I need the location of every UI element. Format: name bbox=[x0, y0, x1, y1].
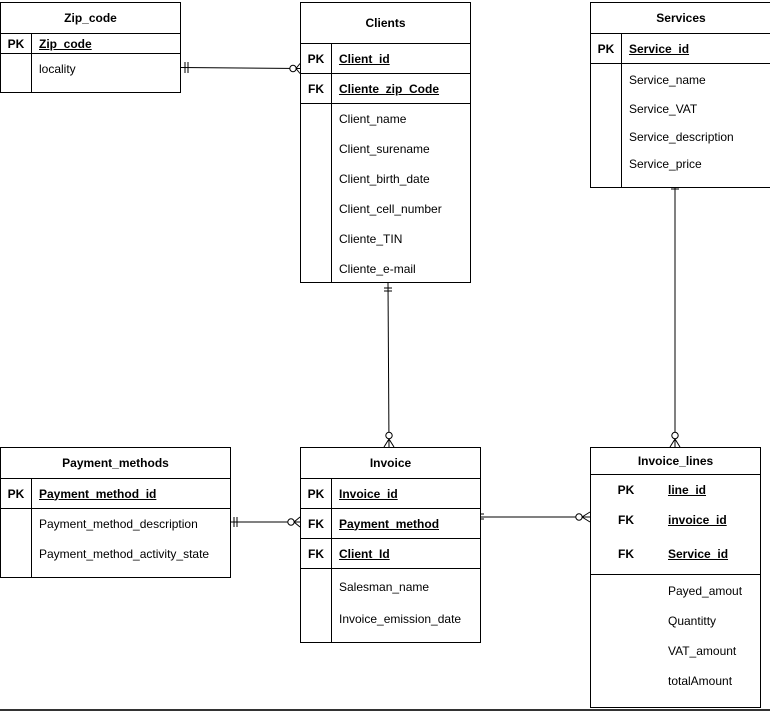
attribute: Payed_amout bbox=[668, 584, 743, 598]
attribute: Cliente_TIN bbox=[339, 232, 403, 246]
key-name: Service_id bbox=[629, 41, 690, 56]
relation-services-invoicelines bbox=[669, 185, 681, 448]
key-name: Payment_method bbox=[339, 516, 440, 531]
relation-zip-clients bbox=[180, 62, 301, 74]
key-type: PK bbox=[617, 483, 635, 497]
key-name: invoice_id bbox=[668, 513, 727, 527]
key-name: Zip_code bbox=[39, 36, 92, 51]
key-name: Cliente_zip_Code bbox=[339, 81, 440, 96]
key-name: line_id bbox=[668, 483, 707, 497]
key-name: Client_id bbox=[339, 51, 390, 66]
key-name: Service_id bbox=[668, 547, 729, 561]
attribute: Client_birth_date bbox=[339, 172, 430, 186]
key-type: PK bbox=[301, 479, 332, 508]
key-name: Client_Id bbox=[339, 546, 390, 561]
key-name: Invoice_id bbox=[339, 486, 398, 501]
entity-invoice[interactable]: Invoice PK Invoice_id FK Payment_method … bbox=[300, 447, 481, 643]
entity-zip-code[interactable]: Zip_code PK Zip_code locality bbox=[0, 2, 181, 93]
entity-title: Zip_code bbox=[1, 3, 180, 34]
attribute: locality bbox=[39, 62, 76, 76]
entity-invoice-lines[interactable]: Invoice_lines PK FK FK line_id invoice_i… bbox=[590, 447, 761, 708]
key-type: FK bbox=[301, 509, 332, 538]
attribute: Service_VAT bbox=[629, 101, 698, 116]
attribute: Quantitty bbox=[668, 614, 717, 628]
attribute: Payment_method_description bbox=[39, 517, 198, 531]
key-type: PK bbox=[1, 479, 32, 508]
entity-payment-methods[interactable]: Payment_methods PK Payment_method_id Pay… bbox=[0, 447, 231, 578]
entity-clients[interactable]: Clients PK Client_id FK Cliente_zip_Code… bbox=[300, 2, 471, 283]
attribute: Salesman_name bbox=[339, 580, 430, 594]
attribute: Client_cell_number bbox=[339, 202, 442, 216]
attribute: Payment_method_activity_state bbox=[39, 547, 210, 561]
key-type: FK bbox=[618, 547, 634, 561]
entity-title: Invoice_lines bbox=[591, 448, 760, 475]
attribute: Service_price bbox=[629, 156, 702, 171]
key-type: PK bbox=[1, 34, 32, 53]
canvas-bottom-border bbox=[0, 709, 770, 711]
key-type: FK bbox=[301, 74, 332, 103]
key-type: PK bbox=[301, 44, 332, 73]
key-name: Payment_method_id bbox=[39, 486, 157, 501]
key-type: FK bbox=[301, 539, 332, 568]
entity-title: Clients bbox=[301, 3, 470, 44]
attribute: Invoice_emission_date bbox=[339, 612, 462, 626]
entity-title: Services bbox=[591, 3, 770, 34]
relation-clients-invoice bbox=[383, 282, 395, 448]
entity-services[interactable]: Services PK Service_id Service_name Serv… bbox=[590, 2, 770, 188]
entity-title: Invoice bbox=[301, 448, 480, 479]
attribute: Cliente_e-mail bbox=[339, 262, 416, 276]
relation-payment-invoice bbox=[231, 516, 301, 528]
attribute: Client_name bbox=[339, 112, 407, 126]
attribute: VAT_amount bbox=[668, 644, 737, 658]
relation-invoice-invoicelines bbox=[479, 511, 591, 523]
attribute: totalAmount bbox=[668, 674, 733, 688]
entity-title: Payment_methods bbox=[1, 448, 230, 479]
attribute: Service_description bbox=[629, 129, 734, 144]
key-type: PK bbox=[591, 34, 622, 63]
key-type: FK bbox=[618, 513, 634, 527]
attribute: Service_name bbox=[629, 72, 706, 87]
attribute: Client_surename bbox=[339, 142, 430, 156]
